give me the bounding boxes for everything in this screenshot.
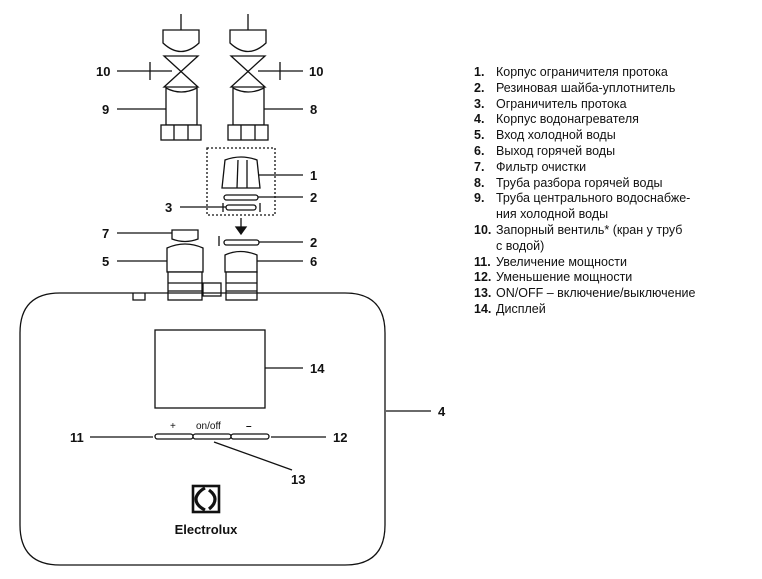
- legend-item: 3. Ограничитель протока: [474, 97, 759, 113]
- legend-item: 9. Труба центрального водоснабже- ния хол…: [474, 191, 759, 223]
- callout-9: 9: [102, 102, 109, 117]
- callout-3: 3: [165, 200, 172, 215]
- legend-text: Корпус водонагревателя: [496, 112, 639, 127]
- legend-item: 5. Вход холодной воды: [474, 128, 759, 144]
- legend-text: Выход горячей воды: [496, 143, 616, 158]
- hot-water-pipe: [227, 14, 269, 141]
- rubber-washer-upper: [223, 194, 259, 201]
- callout-5: 5: [102, 254, 109, 269]
- callout-8: 8: [310, 102, 317, 117]
- onoff-button[interactable]: [192, 433, 232, 440]
- legend-item: 2. Резиновая шайба-уплотнитель: [474, 81, 759, 97]
- legend-text: Уменьшение мощности: [496, 270, 633, 285]
- legend-text: Труба центрального водоснабже- ния холод…: [496, 191, 691, 222]
- callout-10-left: 10: [96, 64, 110, 79]
- callout-1: 1: [310, 168, 317, 183]
- legend-number: 11.: [474, 254, 491, 269]
- legend: 1. Корпус ограничителя протока 2. Резиновая…: [474, 65, 759, 318]
- plus-button[interactable]: [154, 433, 194, 440]
- legend-number: 8.: [474, 175, 485, 190]
- flow-limiter-housing: [221, 156, 261, 189]
- legend-item: 11. Увеличение мощности: [474, 255, 759, 271]
- callout-12: 12: [333, 430, 347, 445]
- legend-number: 14.: [474, 301, 492, 316]
- hot-water-outlet: [224, 250, 258, 273]
- legend-text: Запорный вентиль* (кран у труб с водой): [496, 222, 683, 253]
- legend-number: 2.: [474, 80, 485, 95]
- legend-item: 10. Запорный вентиль* (кран у труб с водо…: [474, 223, 759, 255]
- minus-button[interactable]: [230, 433, 270, 440]
- legend-number: 13.: [474, 286, 492, 301]
- arrow-down-icon: [234, 226, 248, 236]
- brand-name: Electrolux: [175, 522, 239, 537]
- rubber-washer-lower: [223, 239, 260, 246]
- legend-item: 7. Фильтр очистки: [474, 160, 759, 176]
- callout-11: 11: [70, 430, 84, 445]
- legend-number: 10.: [474, 222, 492, 237]
- flow-limiter-box: [206, 147, 276, 216]
- legend-item: 14. Дисплей: [474, 302, 759, 318]
- shutoff-valve-right: [258, 62, 281, 80]
- minus-label: –: [246, 421, 252, 432]
- legend-text: Фильтр очистки: [496, 159, 587, 174]
- callout-14: 14: [310, 361, 325, 376]
- legend-text: Труба разбора горячей воды: [496, 175, 663, 190]
- legend-number: 9.: [474, 191, 485, 206]
- legend-item: 13. ON/OFF – включение/выключение: [474, 286, 759, 302]
- legend-text: Дисплей: [496, 301, 546, 316]
- legend-number: 7.: [474, 159, 485, 174]
- callout-10-right: 10: [309, 64, 323, 79]
- legend-number: 6.: [474, 143, 485, 158]
- legend-text: ON/OFF – включение/выключение: [496, 286, 696, 301]
- callout-7: 7: [102, 226, 109, 241]
- shutoff-valve-left: [149, 62, 172, 80]
- legend-item: 12. Уменьшение мощности: [474, 270, 759, 286]
- flow-limiter: [225, 204, 257, 211]
- legend-number: 4.: [474, 112, 485, 127]
- legend-text: Резиновая шайба-уплотнитель: [496, 80, 676, 95]
- onoff-label: on/off: [196, 421, 221, 432]
- legend-number: 3.: [474, 96, 485, 111]
- callout-13: 13: [291, 472, 305, 487]
- callout-4: 4: [438, 404, 446, 419]
- callout-2-lower: 2: [310, 235, 317, 250]
- display: [154, 329, 266, 409]
- cold-water-inlet: [166, 243, 204, 273]
- electrolux-logo-icon: [191, 484, 221, 514]
- legend-item: 1. Корпус ограничителя протока: [474, 65, 759, 81]
- legend-text: Увеличение мощности: [496, 254, 627, 269]
- legend-text: Ограничитель протока: [496, 96, 627, 111]
- legend-item: 6. Выход горячей воды: [474, 144, 759, 160]
- heater-body: [19, 292, 386, 566]
- legend-number: 12.: [474, 270, 492, 285]
- legend-item: 8. Труба разбора горячей воды: [474, 176, 759, 192]
- plus-label: +: [170, 421, 176, 432]
- legend-number: 1.: [474, 65, 485, 79]
- filter: [171, 229, 199, 243]
- cold-water-pipe: [160, 14, 202, 141]
- callout-6: 6: [310, 254, 317, 269]
- legend-item: 4. Корпус водонагревателя: [474, 112, 759, 128]
- callout-2-upper: 2: [310, 190, 317, 205]
- legend-text: Корпус ограничителя протока: [496, 65, 668, 79]
- legend-number: 5.: [474, 128, 485, 143]
- legend-text: Вход холодной воды: [496, 128, 616, 143]
